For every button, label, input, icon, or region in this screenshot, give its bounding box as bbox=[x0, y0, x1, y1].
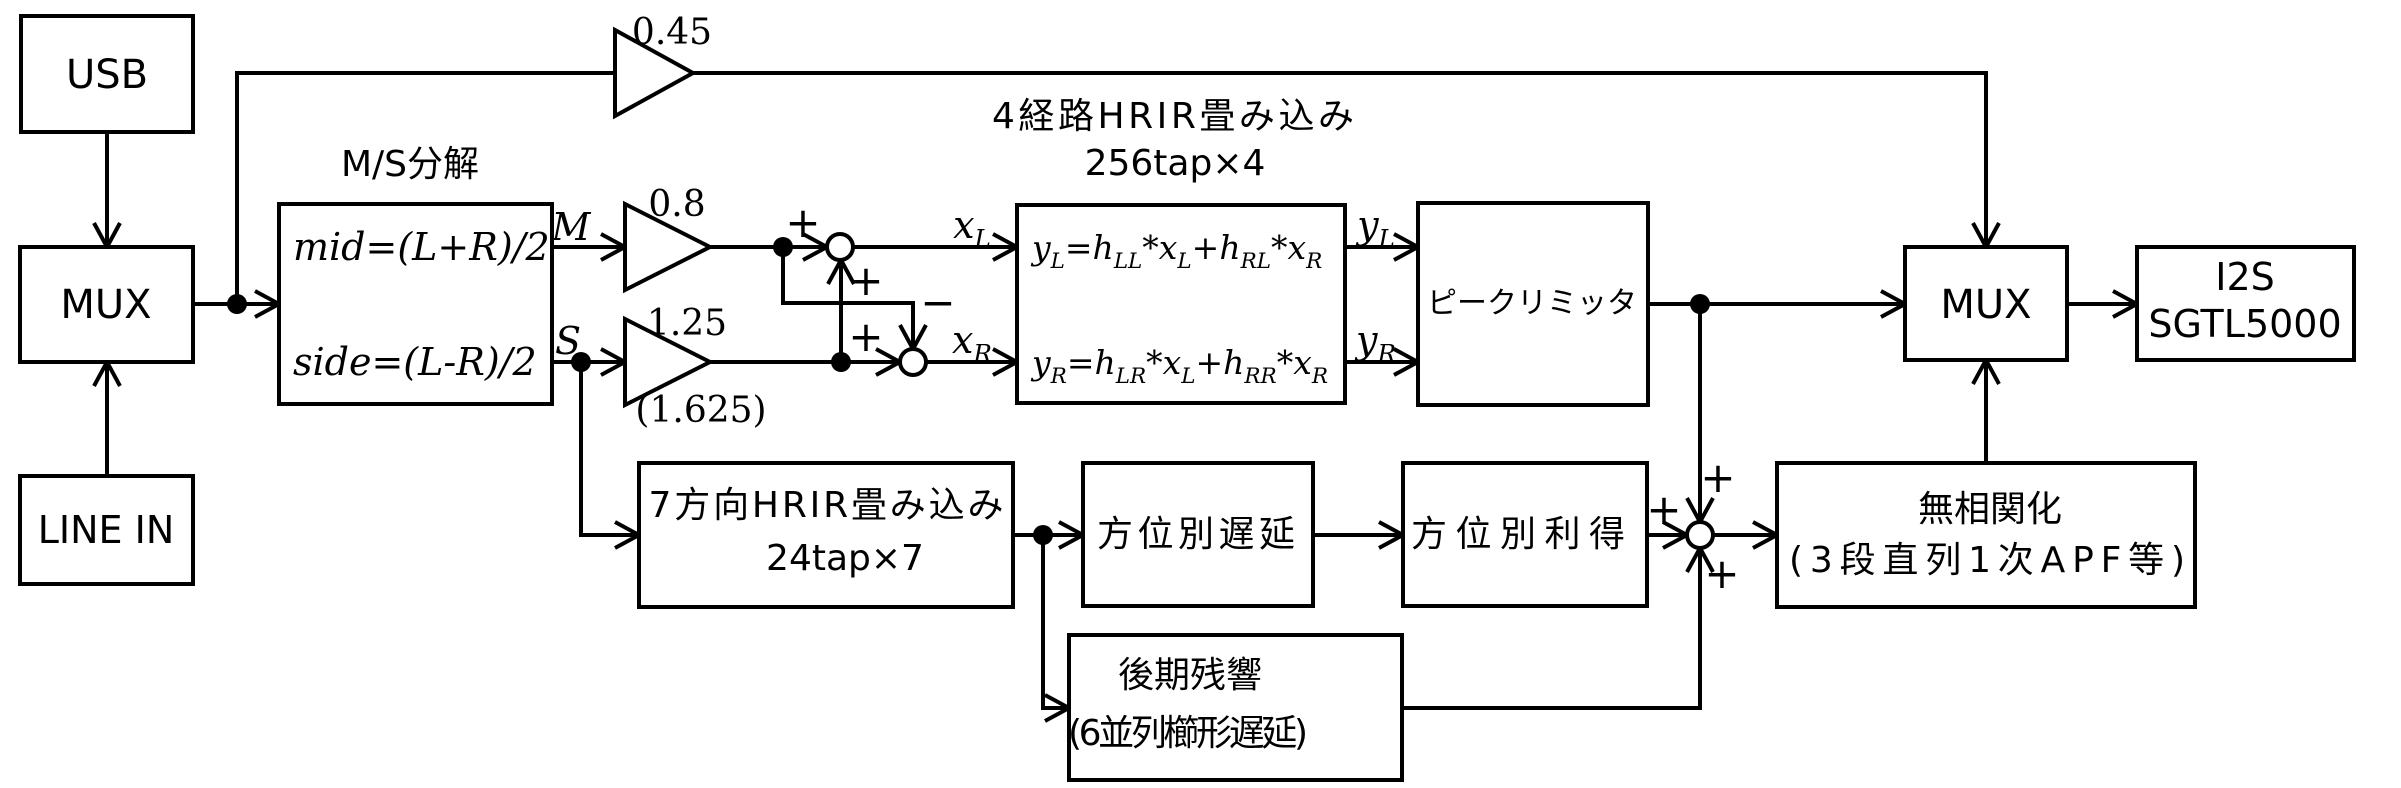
ms-split-box bbox=[277, 202, 554, 406]
sign-plus-xl-left: + bbox=[785, 198, 820, 247]
sum-junction-xr bbox=[898, 347, 928, 377]
line-in-label: LINE IN bbox=[38, 508, 175, 552]
hrir4-eq-right: yR=hLR*xL+hRR*xR bbox=[1030, 343, 1328, 389]
sign-minus-xr-top: − bbox=[920, 278, 955, 327]
hrir7-label-line2: 24tap×7 bbox=[766, 538, 924, 579]
hrir4-eq-left: yL=hLL*xL+hRL*xR bbox=[1030, 228, 1322, 274]
ms-eq-side: side=(L-R)/2 bbox=[293, 340, 537, 384]
branch-dot-m bbox=[773, 237, 793, 257]
signal-xl-label: xL bbox=[953, 203, 991, 253]
gain-125-label: 1.25 bbox=[647, 303, 727, 344]
gain-045-label: 0.45 bbox=[632, 12, 712, 53]
wire-s-branch-to-hrir7 bbox=[579, 362, 639, 535]
dir-gain-label: 方位別利得 bbox=[1411, 514, 1625, 555]
hrir4-title-line2: 256tap×4 bbox=[1085, 143, 1266, 184]
sum-junction-xl bbox=[825, 232, 855, 262]
i2s-label-line2: SGTL5000 bbox=[2148, 302, 2341, 346]
decorrelate-label-line1: 無相関化 bbox=[1918, 489, 2062, 530]
branch-dot-s bbox=[571, 352, 591, 372]
signal-xr-label: xR bbox=[952, 318, 992, 368]
dir-delay-label: 方位別遅延 bbox=[1097, 514, 1295, 555]
gain-1625-label: (1.625) bbox=[635, 390, 766, 431]
gain-045-triangle bbox=[613, 26, 698, 120]
sum-junction-ambience bbox=[1685, 520, 1715, 550]
gain-125-triangle bbox=[623, 315, 715, 409]
sign-plus-amb-left: + bbox=[1646, 485, 1681, 534]
dir-delay-box bbox=[1081, 461, 1315, 608]
i2s-box bbox=[2135, 245, 2356, 362]
branch-dot-limiter-out bbox=[1690, 294, 1710, 314]
dir-gain-box bbox=[1401, 461, 1649, 608]
signal-s-label: S bbox=[555, 319, 581, 363]
peak-limiter-label: ピークリミッタ bbox=[1427, 286, 1637, 321]
branch-dot-hrir7-out bbox=[1033, 525, 1053, 545]
signal-yr-label: yR bbox=[1354, 318, 1396, 368]
hrir4-box bbox=[1015, 203, 1347, 405]
gain-08-label: 0.8 bbox=[648, 184, 705, 225]
i2s-label-line1: I2S bbox=[2215, 255, 2275, 299]
wire-m-jog-to-sum-xr bbox=[781, 247, 913, 349]
decorrelate-label-line2: (3段直列1次APF等) bbox=[1789, 540, 2185, 581]
wire-reverb-to-sum bbox=[1402, 548, 1700, 710]
wire-branch-to-bypass-gain bbox=[235, 71, 615, 304]
sign-plus-amb-bottom: + bbox=[1704, 549, 1739, 598]
mux-right-box bbox=[1903, 245, 2069, 362]
sign-plus-xr-left: + bbox=[848, 312, 883, 361]
signal-m-label: M bbox=[551, 205, 592, 249]
signal-yl-label: yL bbox=[1355, 203, 1395, 253]
branch-dot-input bbox=[227, 294, 247, 314]
late-reverb-label-line2: (6並列櫛形遅延) bbox=[1068, 713, 1308, 754]
hrir7-label-line1: 7方向HRIR畳み込み bbox=[649, 485, 1004, 526]
gain-08-triangle bbox=[623, 200, 715, 294]
usb-label: USB bbox=[66, 52, 148, 98]
sign-plus-xl-bottom: + bbox=[848, 256, 883, 305]
mux-left-box bbox=[18, 245, 195, 364]
hrir7-box bbox=[637, 461, 1015, 609]
mux-left-label: MUX bbox=[60, 282, 151, 328]
sign-plus-amb-top: + bbox=[1700, 453, 1735, 502]
peak-limiter-box bbox=[1416, 201, 1650, 407]
late-reverb-box bbox=[1067, 633, 1404, 782]
hrir4-title-line1: 4経路HRIR畳み込み bbox=[992, 96, 1354, 137]
ms-eq-mid: mid=(L+R)/2 bbox=[293, 225, 550, 269]
wire-bypass-to-muxright-top bbox=[693, 71, 1986, 247]
mux-right-label: MUX bbox=[1940, 282, 2031, 328]
line-in-box bbox=[18, 474, 195, 586]
wire-branch-to-reverb bbox=[1041, 535, 1069, 708]
late-reverb-label-line1: 後期残響 bbox=[1118, 655, 1262, 696]
branch-dot-s2 bbox=[831, 352, 851, 372]
ms-split-title: M/S分解 bbox=[341, 144, 479, 185]
decorrelate-box bbox=[1775, 461, 2197, 609]
usb-box bbox=[19, 14, 195, 134]
